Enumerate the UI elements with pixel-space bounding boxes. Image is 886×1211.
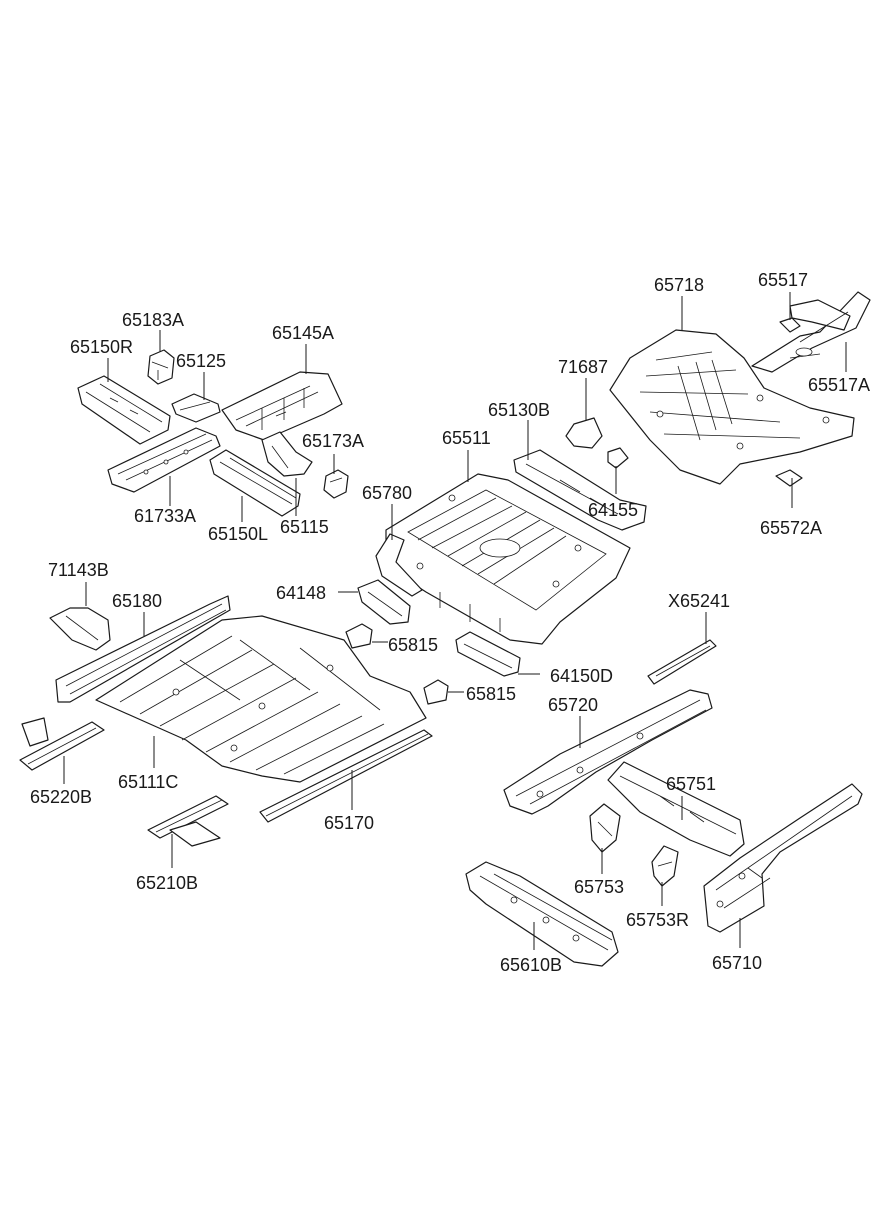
label-71143B: 71143B: [48, 560, 109, 580]
part-65572A: [775, 469, 803, 487]
label-65150L: 65150L: [208, 524, 268, 544]
part-65710: [703, 783, 863, 933]
label-65180: 65180: [112, 591, 162, 611]
part-65220B: [19, 717, 105, 771]
part-65130B: [513, 449, 647, 531]
part-65173A: [323, 469, 349, 499]
part-65125: [171, 393, 221, 423]
label-65170: 65170: [324, 813, 374, 833]
part-65815-upper: [345, 623, 373, 649]
label-65780: 65780: [362, 483, 412, 503]
label-65125: 65125: [176, 351, 226, 371]
part-labels: 65150R 65183A 65125 65145A 61733A 65150L…: [30, 270, 870, 975]
part-65751: [607, 761, 745, 857]
label-65115: 65115: [280, 517, 329, 537]
label-61733A: 61733A: [134, 506, 196, 526]
part-64148: [357, 579, 411, 625]
label-65511: 65511: [442, 428, 491, 448]
label-65815-upper: 65815: [388, 635, 438, 655]
label-64148: 64148: [276, 583, 326, 603]
part-65150R: [77, 375, 171, 445]
part-65115: [261, 431, 313, 477]
part-65517: [779, 317, 801, 333]
label-65145A: 65145A: [272, 323, 334, 343]
label-64155: 64155: [588, 500, 638, 520]
part-X65241: [647, 639, 717, 685]
label-65210B: 65210B: [136, 873, 198, 893]
part-65718: [609, 329, 855, 485]
part-65145A: [221, 371, 343, 441]
label-71687: 71687: [558, 357, 608, 377]
leader-lines: [63, 292, 847, 950]
label-65220B: 65220B: [30, 787, 92, 807]
label-65572A: 65572A: [760, 518, 822, 538]
part-65150L: [209, 449, 301, 517]
label-65751: 65751: [666, 774, 716, 794]
part-65753: [589, 803, 621, 853]
label-65753: 65753: [574, 877, 624, 897]
label-65150R: 65150R: [70, 337, 133, 357]
part-65180: [55, 595, 231, 703]
label-65173A: 65173A: [302, 431, 364, 451]
part-65753R: [651, 845, 679, 887]
label-65111C: 65111C: [118, 772, 178, 792]
part-61733A: [107, 427, 221, 493]
part-64150D: [455, 631, 521, 677]
label-65517A: 65517A: [808, 375, 870, 395]
part-65720: [503, 689, 713, 815]
part-65511: [385, 473, 631, 645]
part-65111C: [95, 615, 427, 783]
label-65610B: 65610B: [500, 955, 562, 975]
part-65517A: [751, 291, 871, 373]
part-71687: [565, 417, 603, 449]
label-65710: 65710: [712, 953, 762, 973]
label-65720: 65720: [548, 695, 598, 715]
label-65718: 65718: [654, 275, 704, 295]
part-65210B: [147, 795, 229, 847]
part-65183A: [147, 349, 175, 385]
label-X65241: X65241: [668, 591, 730, 611]
label-65753R: 65753R: [626, 910, 689, 930]
label-65130B: 65130B: [488, 400, 550, 420]
part-71143B: [49, 607, 111, 651]
label-65517: 65517: [758, 270, 808, 290]
label-65815-lower: 65815: [466, 684, 516, 704]
part-65610B: [465, 861, 619, 967]
label-64150D: 64150D: [550, 666, 613, 686]
part-65170: [259, 729, 433, 823]
part-65815-lower: [423, 679, 449, 705]
label-65183A: 65183A: [122, 310, 184, 330]
part-64155: [607, 447, 629, 469]
